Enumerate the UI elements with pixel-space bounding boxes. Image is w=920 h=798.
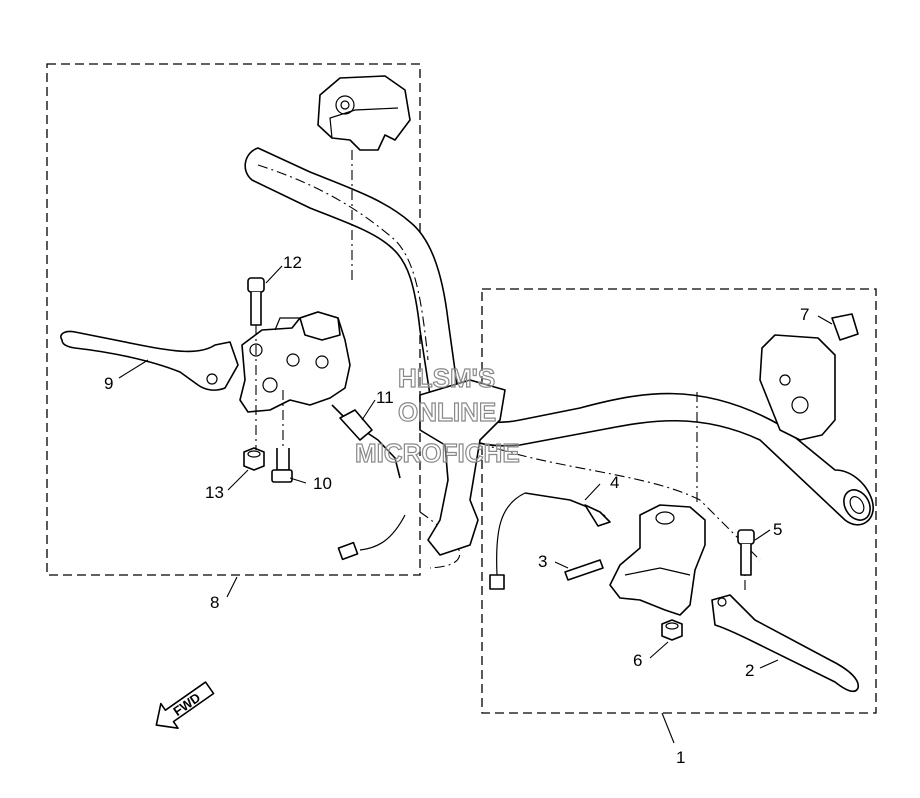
- fwd-arrow-icon: FWD: [155, 681, 215, 729]
- right-assembly-frame: [481, 288, 877, 714]
- handlebar: [244, 147, 874, 526]
- watermark-line1: HLSM'S: [398, 363, 495, 393]
- nut-13: [243, 447, 265, 471]
- left-switch-cover: [317, 75, 411, 151]
- left-assembly-frame: [46, 63, 421, 576]
- callout-13: 13: [205, 483, 224, 502]
- callout-4: 4: [610, 473, 619, 492]
- callout-12: 12: [283, 253, 302, 272]
- callout-9: 9: [104, 374, 113, 393]
- right-connector: [489, 574, 505, 590]
- callout-6: 6: [633, 651, 642, 670]
- left-switch-body: [239, 311, 351, 413]
- clutch-lever: [60, 330, 239, 391]
- cap-7: [831, 313, 859, 341]
- right-switch-housing: [759, 334, 836, 441]
- pivot-bolt-3: [564, 559, 604, 581]
- clutch-switch: [339, 409, 373, 441]
- nut-6: [661, 619, 683, 641]
- center-bracket: [419, 379, 506, 556]
- callout-11: 11: [376, 388, 394, 407]
- callout-7: 7: [800, 305, 809, 324]
- callout-3: 3: [538, 552, 547, 571]
- watermark: HLSM'S ONLINE MICROFICHE: [354, 362, 520, 468]
- brake-lever-holder: [609, 504, 706, 616]
- left-connector: [337, 541, 359, 561]
- callout-10: 10: [313, 474, 332, 493]
- watermark-line3: MICROFICHE: [355, 438, 520, 468]
- screw-12: [247, 277, 265, 326]
- brake-lever: [711, 594, 859, 693]
- screw-5: [737, 529, 755, 576]
- callout-5: 5: [773, 520, 782, 539]
- callout-2: 2: [745, 661, 754, 680]
- watermark-line2: ONLINE: [398, 397, 496, 427]
- screw-10: [271, 448, 293, 483]
- callout-1: 1: [676, 748, 685, 767]
- callout-8: 8: [210, 593, 219, 612]
